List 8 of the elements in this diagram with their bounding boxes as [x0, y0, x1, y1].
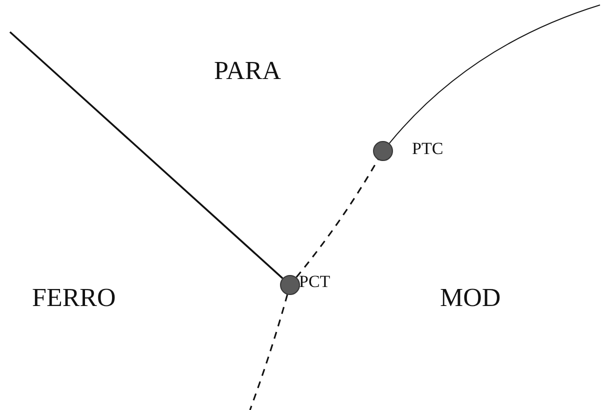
phase-label: MOD	[440, 285, 501, 311]
phase-boundary-line	[388, 4, 600, 144]
phase-label: PARA	[214, 58, 281, 84]
phase-label: FERRO	[32, 285, 116, 311]
phase-boundary-line	[9, 31, 284, 279]
phase-boundary-line	[249, 294, 288, 410]
point-label: PCT	[299, 273, 330, 290]
point-label: PTC	[412, 140, 444, 157]
